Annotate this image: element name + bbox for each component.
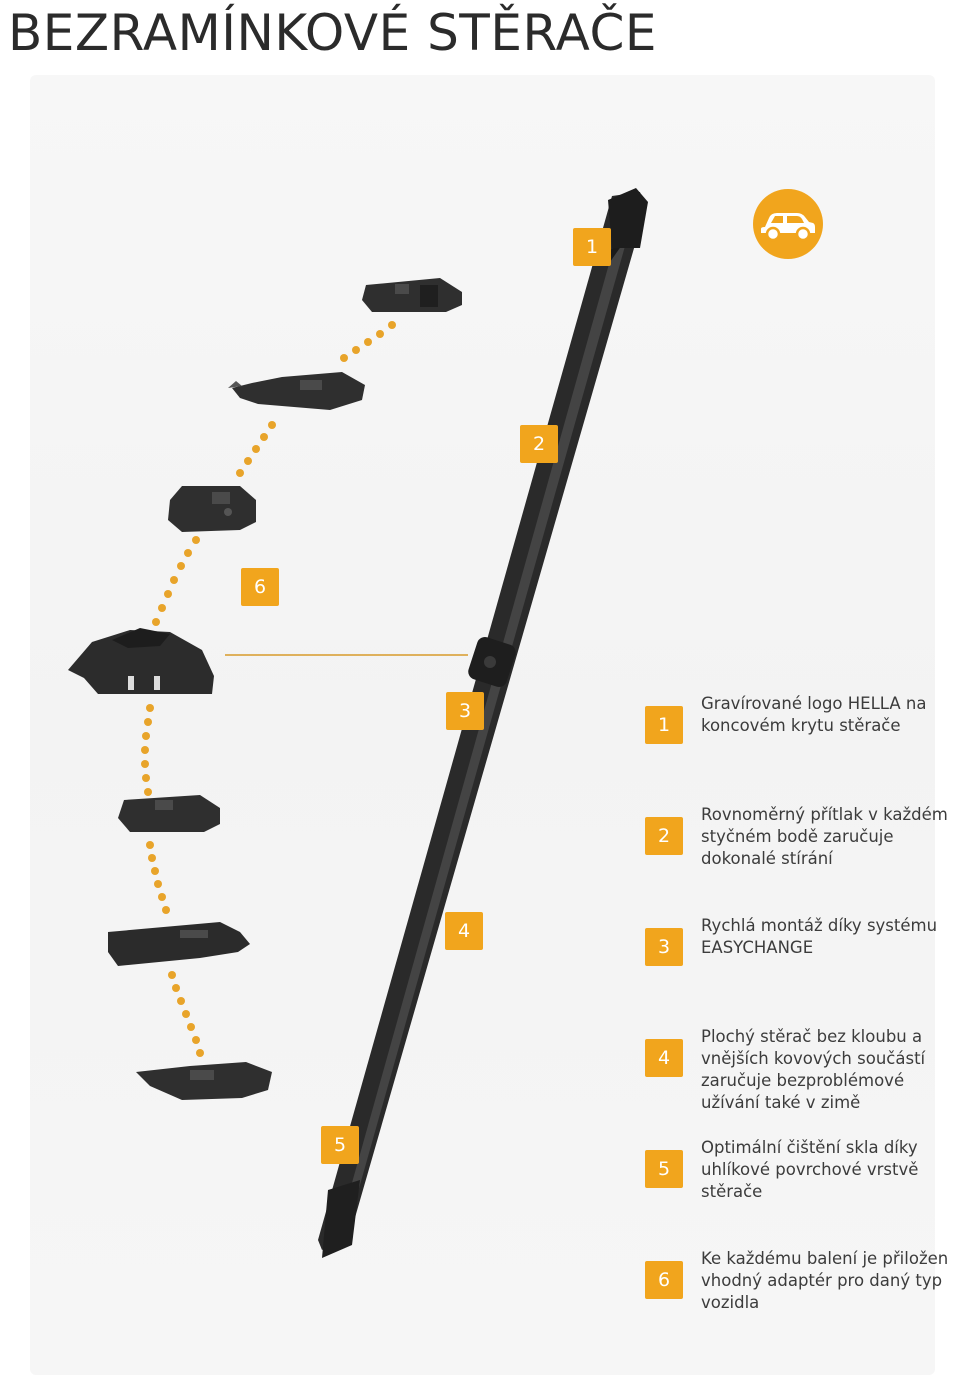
adapter-chain-dots [141, 321, 396, 1057]
callout-badge-1: 1 [573, 228, 611, 266]
feature-text: Ke každému balení je přiložen vhodný ada… [701, 1249, 949, 1312]
feature-text: Optimální čištění skla díky uhlíkové pov… [701, 1138, 919, 1201]
feature-number: 3 [645, 928, 683, 966]
car-icon [761, 213, 815, 242]
callout-badge-6: 6 [241, 568, 279, 606]
adapter-5 [118, 795, 220, 832]
adapter-7 [136, 1062, 272, 1100]
adapter-1 [362, 278, 462, 312]
adapter-6 [108, 922, 250, 966]
feature-text: Rovnoměrný přítlak v každém styčném bodě… [701, 805, 948, 868]
adapter-2 [228, 372, 365, 410]
car-icon-badge [753, 189, 823, 259]
feature-number: 5 [645, 1150, 683, 1188]
page-title: BEZRAMÍNKOVÉ STĚRAČE [8, 4, 657, 62]
callout-badge-4: 4 [445, 912, 483, 950]
feature-number: 1 [645, 706, 683, 744]
callout-badge-2: 2 [520, 425, 558, 463]
callout-badge-5: 5 [321, 1126, 359, 1164]
adapter-3 [168, 486, 256, 532]
feature-number: 6 [645, 1261, 683, 1299]
feature-number: 2 [645, 817, 683, 855]
feature-text: Rychlá montáž díky systému EASYCHANGE [701, 916, 938, 957]
adapter-4 [68, 628, 214, 694]
callout-badge-3: 3 [446, 692, 484, 730]
feature-text: Plochý stěrač bez kloubu a vnějších kovo… [701, 1027, 926, 1112]
feature-text: Gravírované logo HELLA na koncovém krytu… [701, 694, 927, 735]
feature-number: 4 [645, 1039, 683, 1077]
